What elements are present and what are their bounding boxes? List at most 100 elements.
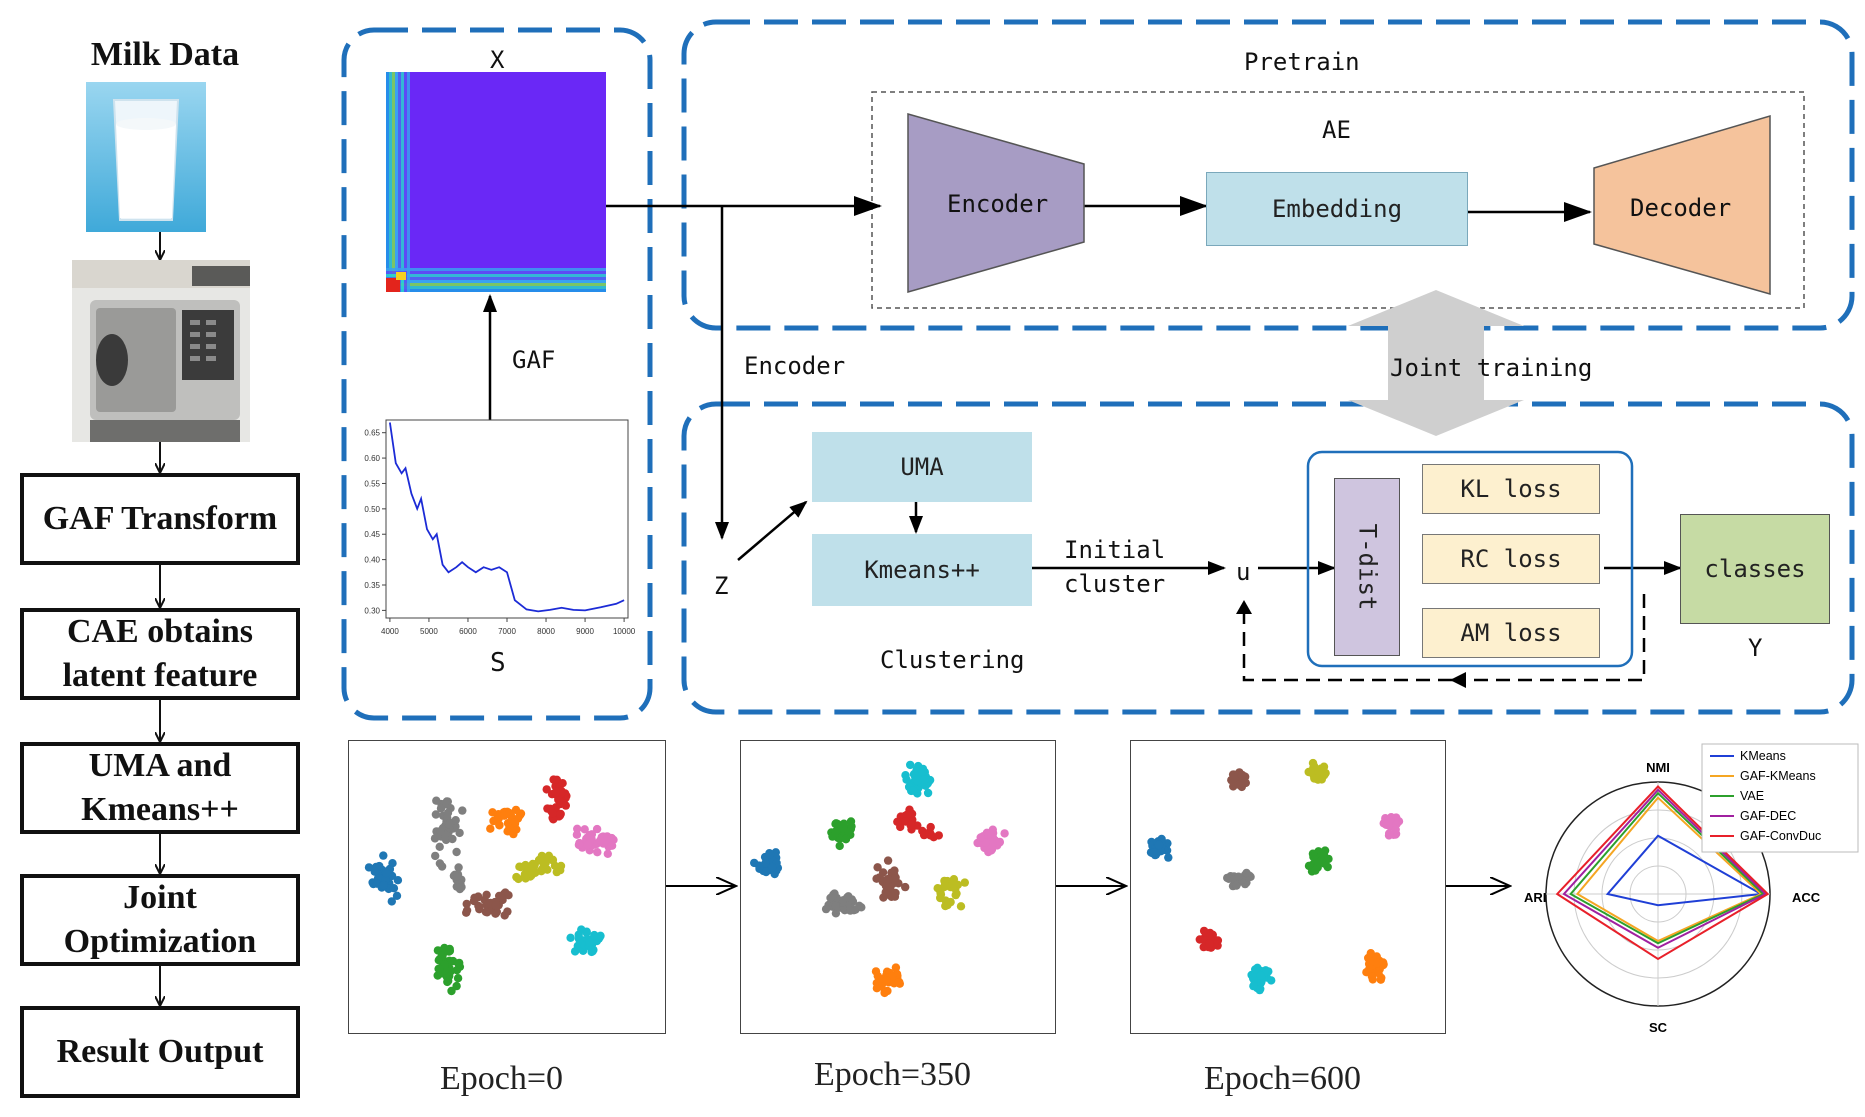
y-label: Y <box>1748 634 1763 662</box>
z-label: Z <box>714 572 729 600</box>
scatter-point <box>923 788 933 798</box>
scatter-point <box>512 872 521 882</box>
scatter-point <box>552 867 561 877</box>
scatter-point <box>846 906 855 915</box>
scatter-point <box>593 848 602 857</box>
scatter-point <box>548 809 558 818</box>
scatter-point <box>826 893 835 903</box>
scatter-point <box>445 820 454 829</box>
spectrum-series-line <box>389 422 625 613</box>
scatter-point <box>902 775 911 784</box>
scatter-point <box>573 824 582 833</box>
flow-title: Milk Data <box>90 36 240 73</box>
classes-box: classes <box>1680 514 1830 624</box>
scatter-point <box>590 930 599 940</box>
scatter-point <box>511 805 521 815</box>
scatter-point <box>940 881 949 890</box>
scatter-point <box>1242 868 1251 878</box>
scatter-point <box>1311 866 1320 875</box>
scatter-point <box>902 810 912 819</box>
clustering-frame <box>681 401 1855 715</box>
scatter-point <box>828 832 837 841</box>
scatter-point <box>831 901 840 911</box>
scatter-point <box>500 911 509 920</box>
scatter-point <box>529 862 538 871</box>
classes-label: classes <box>1704 555 1806 583</box>
scatter-point <box>447 986 456 996</box>
scatter-point <box>453 974 463 983</box>
scatter-point <box>548 856 557 865</box>
spectrum-x-tick-label: 8000 <box>537 627 555 636</box>
scatter-point <box>831 819 841 828</box>
scatter-point <box>1367 972 1377 981</box>
scatter-point <box>445 944 454 954</box>
scatter-point <box>370 867 379 876</box>
scatter-point <box>510 818 520 827</box>
scatter-point <box>1306 767 1315 776</box>
scatter-point <box>387 897 396 906</box>
radar-axis-sc: SC <box>1649 1020 1668 1035</box>
scatter-point <box>894 978 903 987</box>
pretrain-frame <box>681 19 1855 331</box>
encoder-label: Encoder <box>947 190 1049 218</box>
scatter-point <box>872 984 882 993</box>
gaf-transform-label: GAF <box>512 346 556 374</box>
spectrometer-image <box>72 260 250 442</box>
scatter-point <box>879 893 888 902</box>
u-label: u <box>1236 558 1251 586</box>
flow-step-result-output: Result Output <box>20 1006 300 1098</box>
spectrum-x-tick-label: 9000 <box>576 627 594 636</box>
joint-training-arrow <box>1348 290 1524 436</box>
scatter-epoch-0 <box>348 740 666 1034</box>
embedding-box: Embedding <box>1206 172 1468 246</box>
scatter-point <box>1234 872 1243 881</box>
scatter-point <box>906 760 915 770</box>
scatter-point <box>841 835 851 844</box>
scatter-point <box>431 851 440 861</box>
scatter-point <box>454 863 463 872</box>
scatter-point <box>379 851 388 860</box>
radar-axis-ari: ARI <box>1524 890 1546 905</box>
scatter-point <box>949 880 959 890</box>
scatter-point <box>768 863 777 872</box>
scatter-point <box>1324 854 1333 864</box>
scatter-point <box>607 841 617 850</box>
scatter-point <box>592 824 602 834</box>
scatter-point <box>431 810 441 819</box>
radar-series-kmeans <box>1605 834 1765 907</box>
legend-gaf-kmeans: GAF-KMeans <box>1740 769 1816 783</box>
scatter-point <box>1267 976 1276 985</box>
spectrum-x-tick-label: 4000 <box>381 627 399 636</box>
scatter-point <box>497 893 506 903</box>
embedding-label: Embedding <box>1271 195 1403 223</box>
gaf-matrix-heatmap <box>386 72 606 292</box>
scatter-point <box>505 808 514 818</box>
scatter-epoch-350 <box>740 740 1056 1034</box>
scatter-point <box>491 901 500 910</box>
epoch-350-label: Epoch=350 <box>814 1056 972 1093</box>
spectrum-y-tick-label: 0.45 <box>364 530 380 539</box>
scatter-point <box>906 820 915 830</box>
scatter-point <box>574 840 584 850</box>
scatter-point <box>883 874 893 884</box>
initial-cluster-line1: Initial <box>1064 536 1166 564</box>
scatter-point <box>1229 774 1239 783</box>
scatter-point <box>988 839 997 848</box>
scatter-point <box>580 825 589 834</box>
scatter-point <box>452 872 462 881</box>
kl-loss-box: KL loss <box>1422 464 1600 514</box>
scatter-point <box>883 856 893 865</box>
scatter-point <box>873 863 882 872</box>
scatter-point <box>880 988 889 998</box>
radar-series-gaf-dec <box>1562 788 1768 949</box>
scatter-point <box>516 862 525 872</box>
scatter-point <box>474 901 483 911</box>
scatter-point <box>845 828 854 837</box>
scatter-point <box>455 828 464 838</box>
scatter-point <box>882 976 891 985</box>
spectrum-y-tick-label: 0.65 <box>364 429 380 438</box>
scatter-point <box>542 785 551 794</box>
flow-step-cae-latent: CAE obtains latent feature <box>20 608 300 700</box>
scatter-point <box>504 891 513 900</box>
scatter-point <box>521 874 530 883</box>
